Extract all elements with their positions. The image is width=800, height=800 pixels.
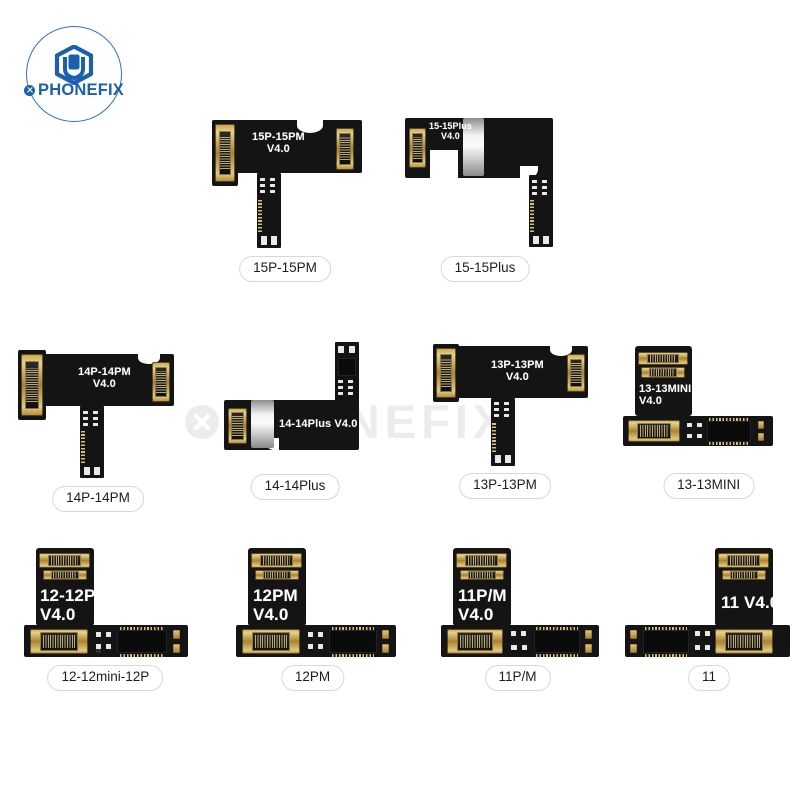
silk-text: 14P-14PM V4.0 bbox=[78, 366, 131, 391]
fpc-connector bbox=[722, 570, 766, 580]
brand-name: PHONEFIX bbox=[38, 81, 124, 99]
fpc-connector bbox=[43, 570, 87, 580]
shield-foil bbox=[463, 118, 484, 176]
silk-text: 14-14Plus V4.0 bbox=[279, 418, 358, 430]
fpc-connector bbox=[242, 629, 300, 654]
fpc-connector bbox=[715, 629, 773, 654]
product-label: 12PM bbox=[280, 665, 345, 691]
product-item-12pm[interactable]: 12PM V4.0 12PM bbox=[225, 545, 400, 695]
logo-circle bbox=[26, 26, 122, 122]
silk-text: 15P-15PM V4.0 bbox=[252, 131, 305, 156]
brand-logo: PHONEFIX bbox=[24, 26, 124, 122]
fpc-connector bbox=[409, 128, 426, 168]
fpc-connector bbox=[39, 553, 90, 568]
product-item-15p-15pm[interactable]: 15P-15PM V4.0 15P-15PM bbox=[200, 118, 370, 282]
silk-text: 11 V4.0 bbox=[721, 593, 780, 612]
product-label: 14-14Plus bbox=[250, 474, 340, 500]
product-item-14p-14pm[interactable]: 14P-14PM V4.0 14P-14PM bbox=[8, 348, 188, 512]
shield-foil bbox=[251, 400, 274, 448]
product-item-13-13mini[interactable]: 13-13MINI V4.0 13-13MINI bbox=[615, 340, 795, 510]
product-label: 14P-14PM bbox=[52, 486, 144, 512]
product-item-11[interactable]: 11 V4.0 11 bbox=[625, 545, 800, 695]
product-item-14-14plus[interactable]: 14-14Plus V4.0 14-14Plus bbox=[205, 342, 385, 512]
silk-text: 13P-13PM V4.0 bbox=[491, 359, 544, 384]
product-item-12-12mini-12p[interactable]: 12-12P V4.0 12-12mini-12P bbox=[10, 545, 190, 695]
fpc-connector bbox=[567, 354, 585, 392]
product-label: 12-12mini-12P bbox=[47, 665, 164, 691]
silk-text: 15-15Plus V4.0 bbox=[429, 121, 472, 142]
fpc-connector bbox=[336, 128, 354, 170]
fpc-connector bbox=[255, 570, 299, 580]
fpc-connector bbox=[251, 553, 302, 568]
product-label: 13P-13PM bbox=[459, 473, 551, 499]
fpc-connector bbox=[456, 553, 507, 568]
silk-text: 11P/M V4.0 bbox=[458, 586, 507, 625]
product-label: 11P/M bbox=[484, 665, 551, 691]
silk-text: 12PM V4.0 bbox=[253, 586, 298, 625]
fpc-connector bbox=[215, 124, 235, 182]
product-label: 15P-15PM bbox=[239, 256, 331, 282]
fpc-connector bbox=[460, 570, 504, 580]
fpc-connector bbox=[228, 408, 247, 444]
fpc-connector bbox=[718, 553, 769, 568]
phonefix-hex-wrench-icon bbox=[53, 44, 95, 90]
product-label: 13-13MINI bbox=[663, 473, 755, 499]
product-item-15-15plus[interactable]: 15-15Plus V4.0 15-15Plus bbox=[400, 118, 570, 282]
product-label: 11 bbox=[687, 665, 731, 691]
product-item-13p-13pm[interactable]: 13P-13PM V4.0 13P-13PM bbox=[415, 340, 595, 510]
silk-text: 13-13MINI V4.0 bbox=[639, 383, 692, 408]
fpc-connector bbox=[21, 354, 43, 416]
fpc-connector bbox=[152, 362, 170, 402]
fpc-connector bbox=[436, 348, 456, 398]
product-item-11p-m[interactable]: 11P/M V4.0 11P/M bbox=[430, 545, 605, 695]
fpc-connector bbox=[447, 629, 503, 654]
silk-text: 12-12P V4.0 bbox=[40, 586, 96, 625]
fpc-connector bbox=[641, 367, 685, 378]
fpc-connector bbox=[638, 352, 688, 365]
fpc-connector bbox=[30, 629, 88, 654]
x-badge-icon bbox=[24, 84, 36, 96]
fpc-connector bbox=[628, 420, 680, 442]
product-label: 15-15Plus bbox=[440, 256, 530, 282]
